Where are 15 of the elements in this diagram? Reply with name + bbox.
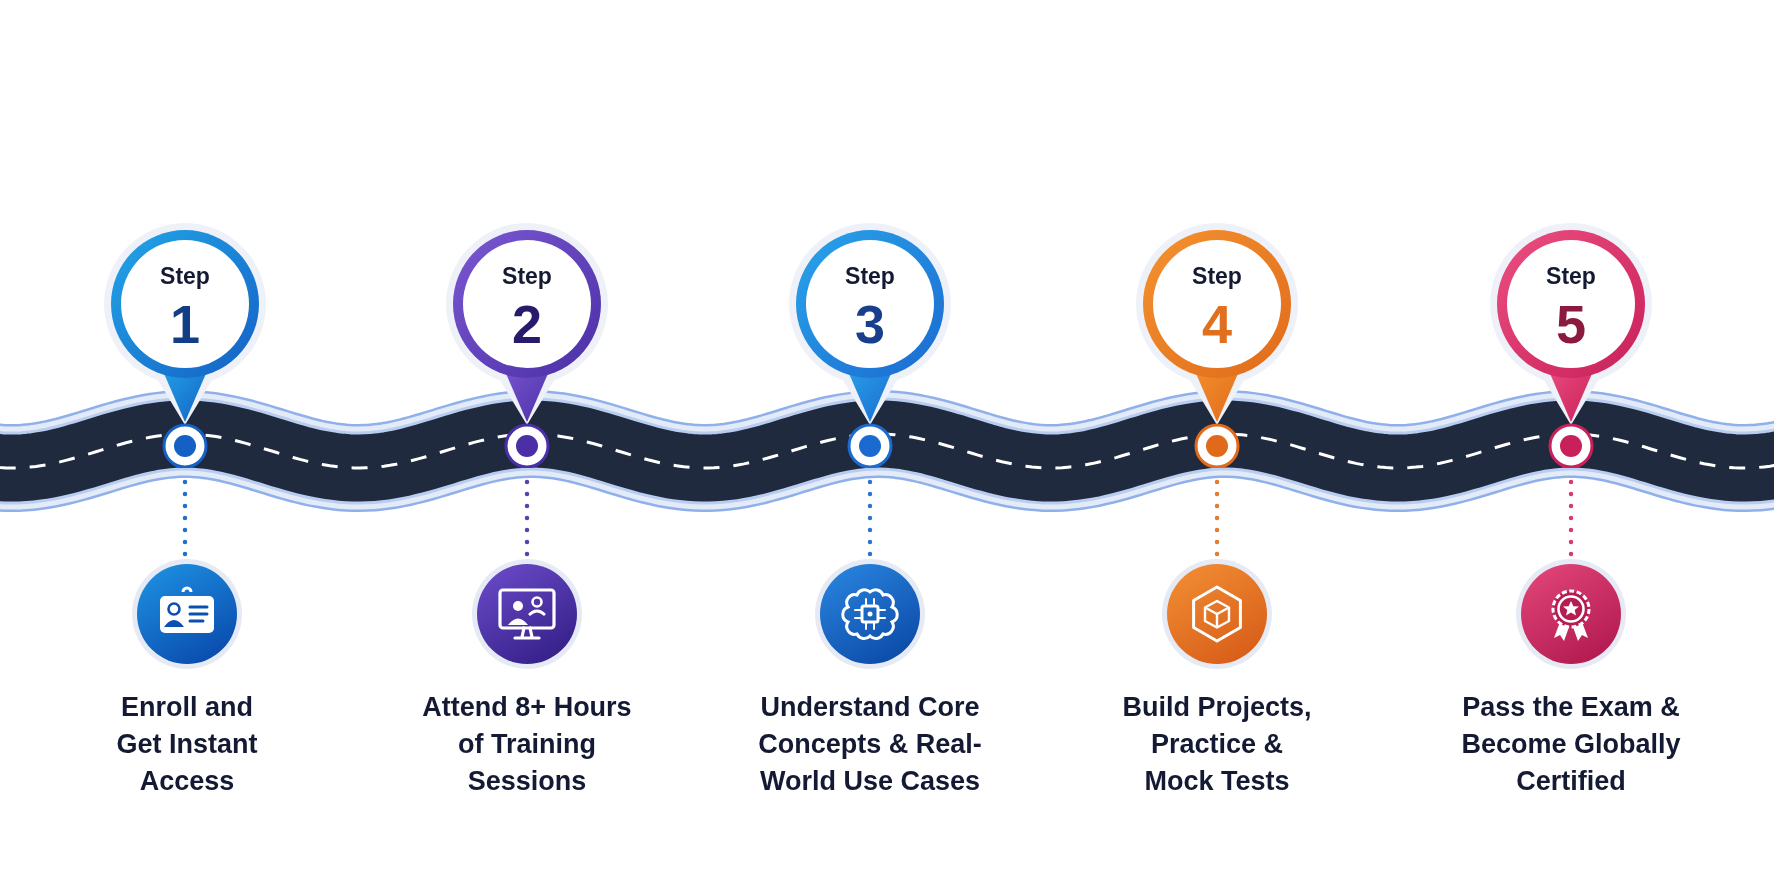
step-label: Step xyxy=(1191,262,1243,290)
step-number: 3 xyxy=(853,294,886,354)
step-description: Attend 8+ Hours of Training Sessions xyxy=(421,691,633,798)
step-description: Understand Core Concepts & Real-World Use Cases xyxy=(757,691,983,798)
step-number: 4 xyxy=(1200,294,1233,354)
step-description: Enroll and Get Instant Access xyxy=(115,691,259,798)
step-label: Step xyxy=(1545,262,1597,290)
step-label: Step xyxy=(844,262,896,290)
step-description: Pass the Exam & Become Globally Certified xyxy=(1460,691,1682,798)
step-number: 5 xyxy=(1554,294,1587,354)
step-label: Step xyxy=(501,262,553,290)
step-description: Build Projects, Practice & Mock Tests xyxy=(1121,691,1313,798)
step-number: 1 xyxy=(168,294,201,354)
step-number: 2 xyxy=(510,294,543,354)
step-label: Step xyxy=(159,262,211,290)
